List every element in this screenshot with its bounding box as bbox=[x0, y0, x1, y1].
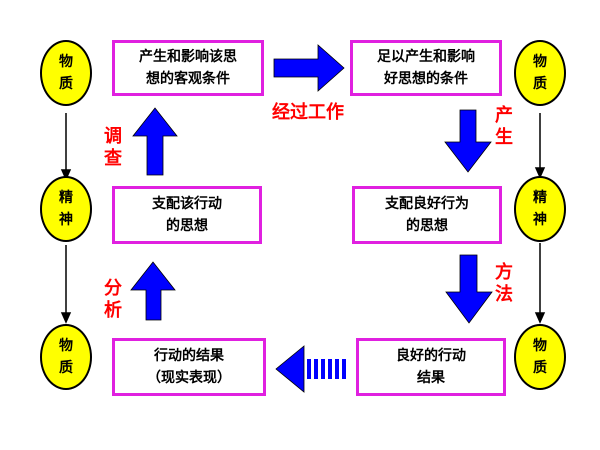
node-char: 质 bbox=[59, 76, 73, 92]
node-char: 神 bbox=[59, 212, 73, 228]
node-matter-left-bottom: 物 质 bbox=[40, 324, 92, 390]
node-char: 物 bbox=[59, 54, 73, 70]
label-char: 调 bbox=[104, 126, 122, 147]
node-matter-right-bottom: 物 质 bbox=[514, 324, 566, 390]
box-good-thought: 支配良好行为 的思想 bbox=[352, 186, 502, 244]
label-method: 方 法 bbox=[494, 262, 514, 306]
node-matter-right-top: 物 质 bbox=[514, 40, 566, 106]
produce-arrow bbox=[444, 109, 492, 173]
label-survey: 调 查 bbox=[103, 126, 123, 170]
result-arrow-head bbox=[275, 345, 305, 393]
label-char: 方 bbox=[495, 262, 513, 283]
node-spirit-right: 精 神 bbox=[514, 176, 566, 242]
node-matter-left-top: 物 质 bbox=[40, 40, 92, 106]
label-char: 分 bbox=[104, 278, 122, 299]
box-action-result: 行动的结果 （现实表现） bbox=[112, 338, 266, 396]
box-line: （现实表现） bbox=[147, 370, 231, 386]
node-char: 质 bbox=[533, 360, 547, 376]
analyze-arrow bbox=[130, 261, 176, 321]
node-spirit-left: 精 神 bbox=[40, 176, 92, 242]
node-char: 物 bbox=[59, 338, 73, 354]
box-good-conditions: 足以产生和影响 好思想的条件 bbox=[350, 40, 502, 96]
box-good-result: 良好的行动 结果 bbox=[356, 338, 506, 396]
box-line: 支配良好行为 bbox=[385, 196, 469, 212]
survey-arrow bbox=[132, 107, 178, 176]
node-char: 物 bbox=[533, 54, 547, 70]
box-line: 的思想 bbox=[406, 218, 448, 234]
box-line: 产生和影响该思 bbox=[139, 49, 237, 65]
label-char: 产 bbox=[495, 105, 513, 126]
box-objective-conditions: 产生和影响该思 想的客观条件 bbox=[112, 40, 264, 96]
label-produce: 产 生 bbox=[494, 105, 514, 149]
label-char: 法 bbox=[495, 284, 513, 305]
node-char: 质 bbox=[533, 76, 547, 92]
label-work: 经过工作 bbox=[272, 102, 344, 123]
box-line: 良好的行动 bbox=[396, 348, 466, 364]
node-char: 精 bbox=[533, 190, 547, 206]
result-arrow-stripes bbox=[307, 359, 346, 379]
label-char: 生 bbox=[495, 127, 513, 148]
method-arrow bbox=[445, 254, 493, 324]
label-char: 析 bbox=[104, 300, 122, 321]
label-analyze: 分 析 bbox=[103, 278, 123, 322]
work-arrow bbox=[273, 44, 345, 92]
box-line: 支配该行动 bbox=[152, 196, 222, 212]
box-line: 想的客观条件 bbox=[146, 71, 230, 87]
node-char: 质 bbox=[59, 360, 73, 376]
box-line: 足以产生和影响 bbox=[377, 49, 475, 65]
box-governing-thought: 支配该行动 的思想 bbox=[112, 186, 262, 244]
box-line: 行动的结果 bbox=[154, 348, 224, 364]
node-char: 精 bbox=[59, 190, 73, 206]
label-char: 查 bbox=[104, 148, 122, 169]
box-line: 的思想 bbox=[166, 218, 208, 234]
box-line: 结果 bbox=[417, 370, 445, 386]
box-line: 好思想的条件 bbox=[384, 71, 468, 87]
node-char: 物 bbox=[533, 338, 547, 354]
node-char: 神 bbox=[533, 212, 547, 228]
